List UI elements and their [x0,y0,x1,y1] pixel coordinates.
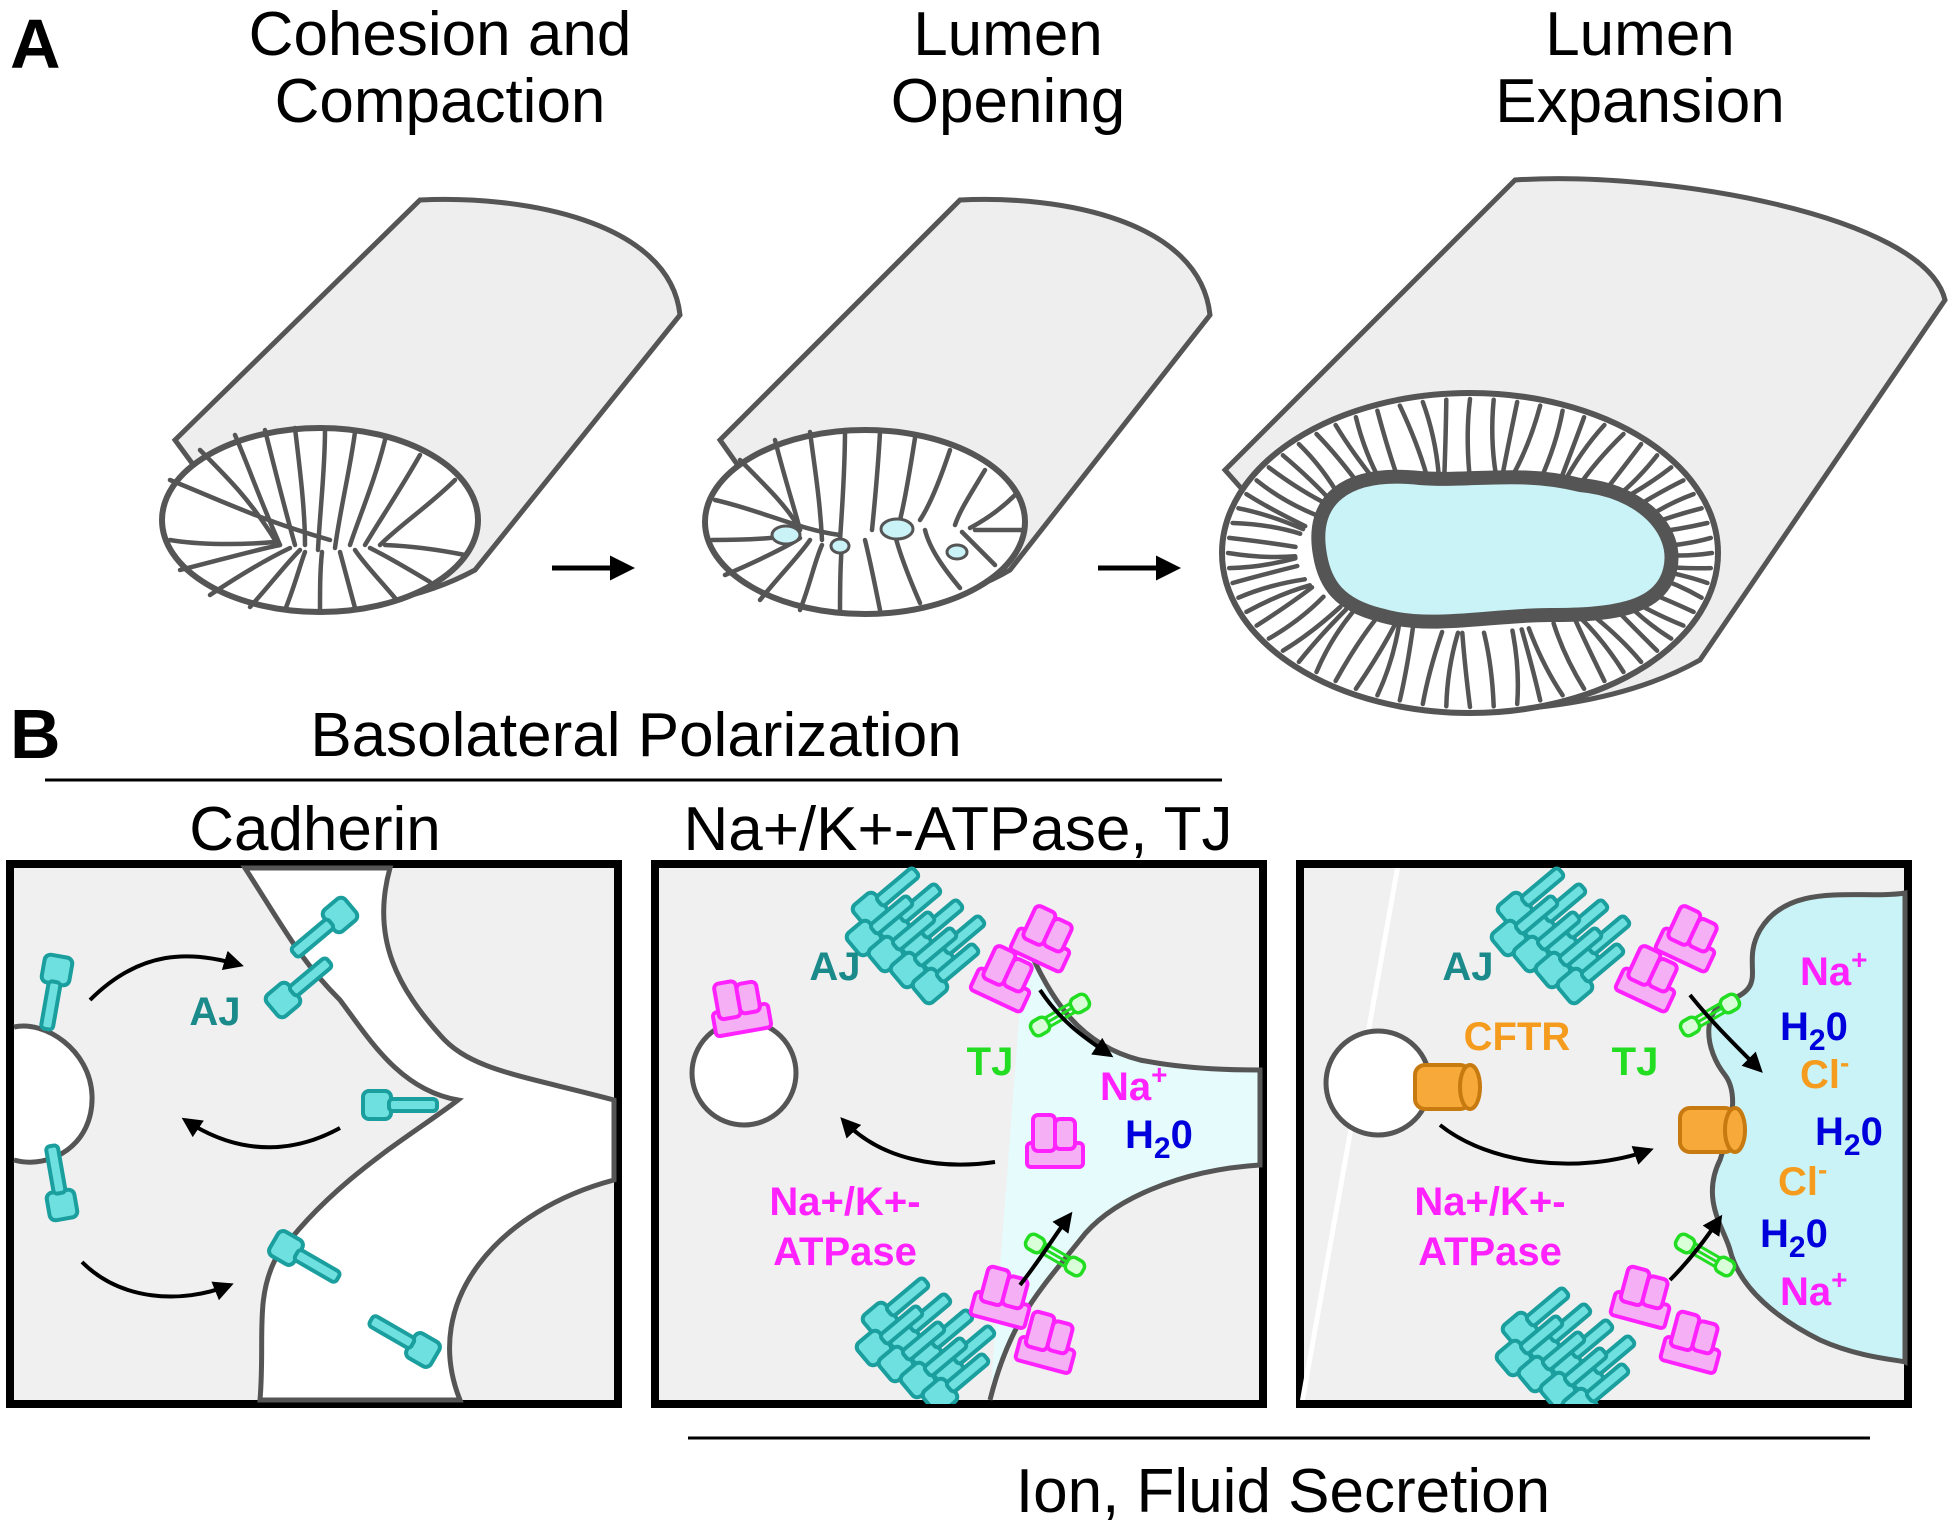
header-basolateral-polarization: Basolateral Polarization [310,701,961,770]
cftr-channel-icon [1413,1063,1482,1111]
cell-boundary [1465,396,1473,476]
cell-boundary [1526,626,1565,698]
label-chloride: Cl- [1800,1047,1849,1097]
stage3-title-line1: Lumen [1545,0,1735,69]
label-na-ion: Na+ [1780,1264,1848,1314]
label-atpase-line2: ATPase [773,1230,917,1274]
label-water: H20 [1125,1113,1193,1165]
label-water: H20 [1760,1212,1828,1264]
label-aj: AJ [1442,945,1493,989]
cell-boundary [1420,629,1445,707]
cell-boundary [1244,583,1313,615]
cell-boundary [1551,621,1587,692]
stage1-title-line2: Compaction [275,67,606,136]
cell-boundary [1266,594,1326,641]
label-tj: TJ [967,1040,1014,1084]
cell-boundary [1353,622,1397,692]
label-water: H20 [1815,1110,1883,1162]
cell-boundary [1254,585,1315,628]
cell-boundary [1296,607,1349,665]
tube-lumen-opening [702,196,1213,617]
cell-boundary [1230,520,1303,536]
stage3-title-line2: Expansion [1495,67,1785,136]
panel-label-a: A [10,5,61,83]
label-water: H20 [1780,1005,1848,1057]
cell-boundary [1420,399,1441,477]
cell-boundary [1510,403,1543,478]
label-na-ion: Na+ [1800,944,1868,994]
label-tj: TJ [1612,1040,1659,1084]
cell-boundary [1230,563,1300,586]
cell-boundary [1226,556,1298,571]
cell-boundary [1244,491,1308,529]
stage2-title-line2: Opening [891,67,1125,136]
cell-boundary [1397,403,1429,478]
header-ion-fluid-secretion: Ion, Fluid Secretion [1016,1457,1550,1526]
label-cftr: CFTR [1464,1015,1571,1059]
header-cadherin: Cadherin [189,795,441,864]
cell-boundary [1500,399,1520,477]
label-aj: AJ [189,990,240,1034]
cell-boundary [1490,397,1499,477]
cell-boundary [1314,610,1355,675]
cell-boundary [1375,623,1402,698]
label-atpase-line1: Na+/K+- [1414,1180,1565,1224]
label-na-ion: Na+ [1100,1059,1168,1109]
cftr-membrane-icon [1678,1106,1747,1154]
cell-boundary [1444,630,1461,709]
cell-boundary [1225,550,1298,560]
cell-boundary [1510,628,1521,707]
tube-lumen-expansion [1219,176,1948,716]
cell-boundary [1519,627,1543,703]
cell-boundary [1280,604,1343,653]
stage1-title-line1: Cohesion and [249,0,632,69]
label-atpase-line2: ATPase [1418,1230,1562,1274]
cell-boundary [1236,577,1308,600]
box-ion-fluid-secretion: AJ TJ CFTR Na+ H20 Cl- H20 Cl- H20 Na+ N… [1296,860,1912,1408]
label-chloride: Cl- [1778,1154,1827,1204]
cell-boundary [1442,397,1449,477]
cell-boundary [1333,617,1378,684]
box-cadherin: AJ [6,860,622,1408]
label-atpase-line1: Na+/K+- [769,1180,920,1224]
cell-boundary [1571,615,1607,684]
panel-label-b: B [10,695,61,773]
cell-boundary [1397,626,1416,703]
label-aj: AJ [809,945,860,989]
cell-boundary [1460,630,1473,710]
box-atpase-tj: AJ TJ Na+ H20 Na+/K+- ATPase [651,860,1267,1408]
cell-boundary [1226,535,1298,550]
cell-boundary [1254,478,1319,518]
tube-cohesion-compaction [159,196,683,615]
cell-boundary [1481,630,1496,709]
stage2-title-line1: Lumen [913,0,1103,69]
header-atpase-tj: Na+/K+-ATPase, TJ [683,795,1232,864]
cell-boundary [1236,506,1306,532]
